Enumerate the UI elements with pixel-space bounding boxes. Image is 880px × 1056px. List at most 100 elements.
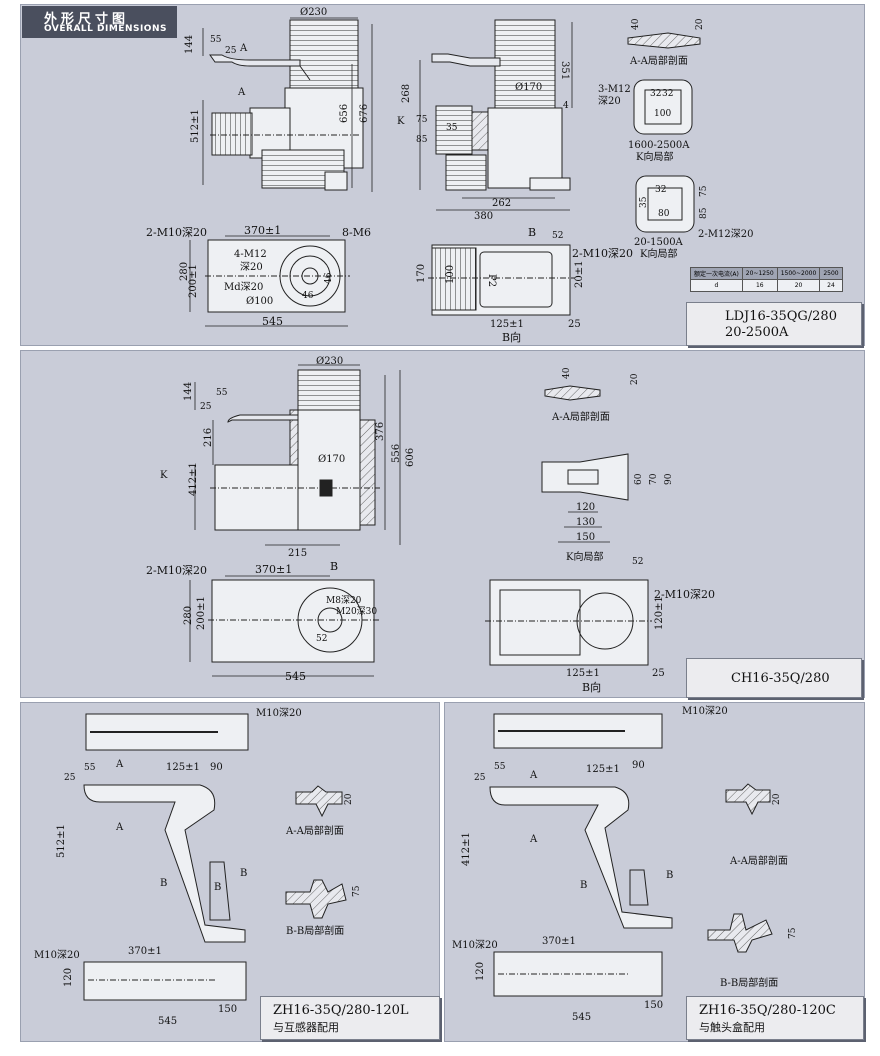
dim-label: 4-M12: [234, 249, 267, 260]
title-en: OVERALL DIMENSIONS: [44, 24, 167, 34]
section-label: B-B局部剖面: [720, 976, 778, 989]
ldj16-plan-dims: [189, 235, 348, 327]
dim-label: B向: [502, 330, 521, 344]
zh16l-top-view: [85, 713, 249, 751]
ch16-k-dims: [558, 511, 610, 543]
table-row: 额定一次电流(A) 20~1250 1500~2000 2500: [690, 267, 843, 280]
model-box-zh16-l: ZH16-35Q/280-120L 与互感器配用: [260, 996, 440, 1040]
dim-label: 125±1: [586, 764, 620, 775]
ch16-front-dims: [194, 364, 401, 546]
dim-label: 40: [562, 367, 572, 379]
dim-label: 32: [655, 185, 666, 195]
dim-label: 144: [184, 35, 195, 54]
dim-label: 130: [576, 517, 595, 528]
ldj16-plan-view: [205, 239, 350, 313]
dim-label: 215: [288, 548, 307, 559]
dim-label: 280: [183, 606, 194, 625]
ldj16-side-view: [431, 19, 571, 191]
ch16-front-view: [210, 369, 380, 531]
dim-label: A: [115, 759, 124, 770]
model-name: CH16-35Q/280: [731, 671, 830, 686]
zh16c-elbow: [489, 786, 673, 929]
dim-label: 512±1: [56, 824, 67, 858]
table-cell: 24: [819, 279, 843, 292]
dim-label: 3-M12: [598, 84, 631, 95]
dim-label: 32: [650, 89, 661, 99]
table-row: d 16 20 24: [690, 279, 843, 292]
dim-label: 262: [492, 198, 511, 209]
model-box-zh16-c: ZH16-35Q/280-120C 与触头盒配用: [686, 996, 864, 1040]
k-view-label: 20-1500A: [634, 237, 684, 248]
dim-label: Ø230: [316, 356, 343, 367]
dim-label: 125±1: [490, 319, 524, 330]
ldj16-k-view-1: [633, 79, 693, 135]
dim-label: M10深20: [682, 705, 728, 717]
dim-label: M10深20: [452, 939, 498, 951]
ldj16-b-view: [428, 244, 575, 316]
dim-label: 90: [664, 473, 674, 485]
dim-label: 20: [630, 373, 640, 385]
table-cell: 20~1250: [741, 267, 778, 280]
dim-label: 2-M10深20: [146, 564, 207, 577]
dim-label: 25: [64, 773, 76, 783]
dim-label: 25: [652, 668, 665, 679]
k-view-label: K向局部: [636, 150, 673, 163]
model-name: ZH16-35Q/280-120C: [699, 1003, 836, 1018]
dim-label: 2-M10深20: [654, 588, 715, 601]
dim-label: 150: [644, 1000, 663, 1011]
table-cell: 20: [776, 279, 821, 292]
ldj16-front-view: [209, 19, 364, 191]
dim-label: 545: [285, 670, 306, 683]
model-name: LDJ16-35QG/280: [725, 309, 837, 324]
dim-label: 70: [649, 473, 659, 485]
dim-label: 200±1: [188, 264, 199, 298]
model-box-ldj16: LDJ16-35QG/280 20-2500A: [686, 302, 862, 346]
dim-label: 676: [359, 104, 370, 123]
dim-label: 150: [576, 532, 595, 543]
dim-label: 90: [210, 762, 223, 773]
dim-label: 55: [84, 763, 96, 773]
dim-label: 52: [552, 231, 563, 241]
dim-label: 150: [218, 1004, 237, 1015]
dim-label: 25: [200, 402, 212, 412]
ldj16-side-dims: [419, 22, 573, 211]
title-badge: 外形尺寸图 OVERALL DIMENSIONS: [22, 6, 177, 38]
dim-label: 512±1: [190, 109, 201, 143]
table-cell: d: [690, 279, 743, 292]
section-label: A-A局部剖面: [551, 410, 610, 423]
ch16-k-view: [541, 453, 629, 501]
dim-label: 75: [788, 927, 798, 939]
dim-label: B: [214, 882, 221, 893]
dim-label: 545: [262, 315, 283, 328]
dim-label: Ø100: [246, 296, 273, 307]
ldj16-k-view-2: [635, 175, 695, 233]
dim-label: Md深20: [224, 281, 263, 293]
title-cn: 外形尺寸图: [44, 12, 130, 27]
dim-label: 32: [662, 89, 673, 99]
dim-label: B: [330, 560, 338, 573]
dim-label: 55: [494, 762, 506, 772]
dim-label: 268: [401, 84, 412, 103]
dim-label: 100: [445, 265, 456, 284]
dim-label: 2-M10深20: [146, 226, 207, 239]
k-view-label: K向局部: [566, 550, 603, 563]
dim-label: 深20: [598, 95, 621, 107]
dim-label: 2-M12深20: [698, 228, 753, 240]
dim-label: 25: [225, 46, 237, 56]
dim-label: 60: [634, 473, 644, 485]
dim-label: 120: [576, 502, 595, 513]
dim-label: M10深20: [34, 949, 80, 961]
dim-label: 170: [416, 264, 427, 283]
table-cell: 16: [741, 279, 778, 292]
section-label: A-A局部剖面: [629, 54, 688, 67]
ch16-section-aa: [544, 385, 601, 401]
dim-label: K: [397, 116, 405, 127]
dim-label: 120: [475, 962, 486, 981]
dim-label: 370±1: [255, 563, 292, 576]
dim-label: M10深20: [256, 707, 302, 719]
dim-label: 120: [63, 968, 74, 987]
dim-label: 412±1: [461, 832, 472, 866]
dim-label: B: [528, 226, 536, 239]
zh16l-bottom-view: [83, 961, 247, 1001]
ch16-plan-dims: [189, 575, 374, 677]
